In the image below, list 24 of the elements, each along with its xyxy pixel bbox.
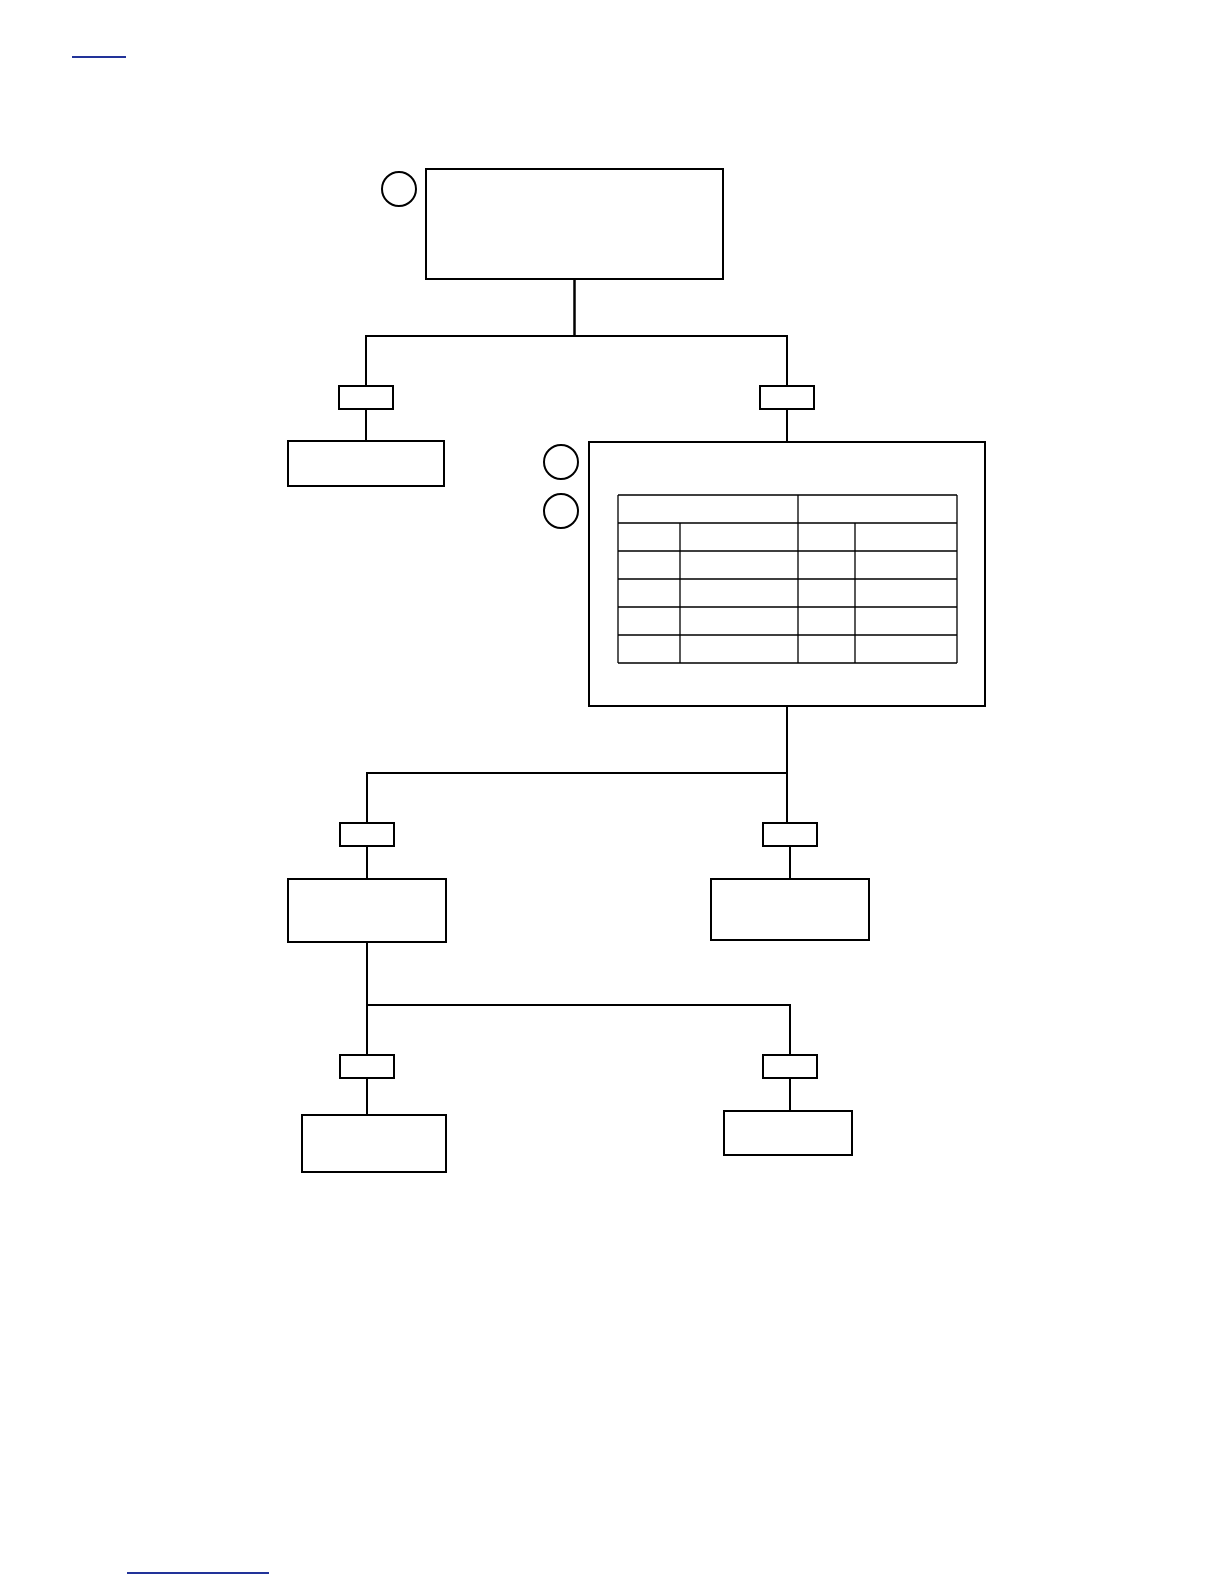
process-box — [339, 822, 395, 847]
process-box — [301, 1114, 447, 1173]
connector-line — [789, 846, 791, 879]
connector-line — [786, 409, 788, 442]
process-box — [710, 878, 870, 941]
process-box — [759, 385, 815, 410]
connector-line — [366, 846, 368, 879]
callout-circle — [543, 493, 579, 529]
process-box — [588, 441, 986, 707]
process-box — [287, 878, 447, 943]
process-box — [762, 822, 818, 847]
connector-line — [573, 279, 788, 386]
process-box — [723, 1110, 853, 1156]
connector-line — [365, 409, 367, 441]
process-box — [339, 1054, 395, 1079]
process-box — [338, 385, 394, 410]
process-box — [425, 168, 724, 280]
callout-circle — [381, 171, 417, 207]
process-box — [287, 440, 445, 487]
connector-line — [789, 1078, 791, 1111]
process-box — [762, 1054, 818, 1079]
callout-circle — [543, 444, 579, 480]
connector-line — [786, 706, 788, 823]
connector-line — [366, 1078, 368, 1115]
